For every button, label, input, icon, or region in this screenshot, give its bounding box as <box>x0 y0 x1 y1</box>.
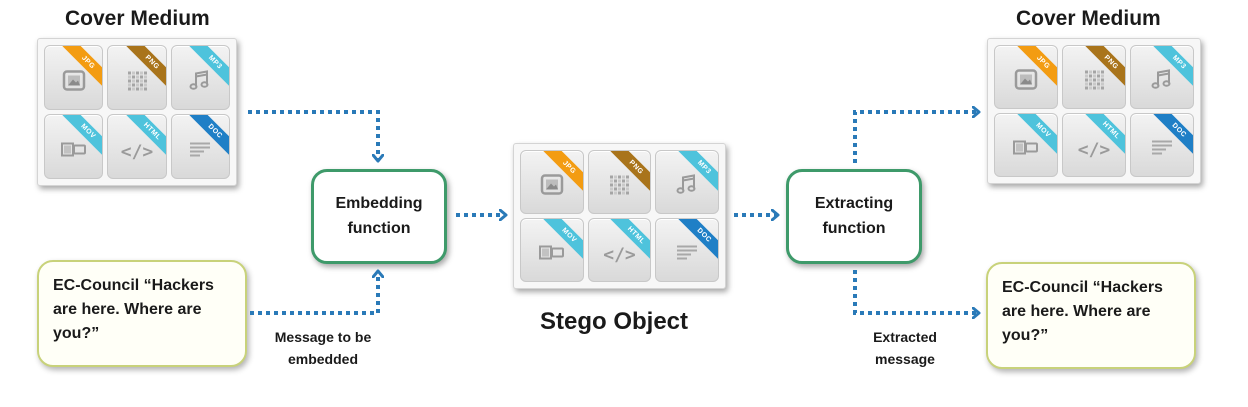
file-tile-mp3: MP3 <box>1130 45 1194 109</box>
file-tile-mp3: MP3 <box>170 45 230 110</box>
pattern-icon <box>1083 68 1105 95</box>
file-tile-doc: DOC <box>1130 113 1194 177</box>
pattern-icon <box>608 173 630 200</box>
code-icon: </> <box>1077 139 1111 161</box>
extracting-to-cover-arrow <box>853 112 978 163</box>
extracting-function-line1: Extracting <box>814 194 894 212</box>
document-icon <box>675 242 699 267</box>
video-icon <box>60 140 87 163</box>
message-line3: you?” <box>1002 327 1049 344</box>
embedding-function-line1: Embedding <box>335 194 423 212</box>
image-icon <box>1014 68 1038 95</box>
image-icon <box>540 173 564 200</box>
file-tile-mov: MOV <box>520 218 584 282</box>
secret-message-left-box: EC-Council “Hackers are here. Where are … <box>37 260 247 367</box>
file-tile-mp3: MP3 <box>655 150 719 214</box>
file-tile-doc: DOC <box>170 114 230 179</box>
file-tile-png: PNG <box>587 150 652 214</box>
message-line2: are here. Where are <box>53 301 202 318</box>
message-line2: are here. Where are <box>1002 303 1151 320</box>
file-tile-jpg: JPG <box>520 150 584 214</box>
message-line1: EC-Council “Hackers <box>1002 279 1163 296</box>
file-tile-html: </>HTML <box>1062 113 1126 177</box>
message-to-embed-label: Message to be embedded <box>274 329 372 367</box>
extracted-message-label: Extracted message <box>873 329 937 367</box>
stego-object-title: Stego Object <box>540 308 689 335</box>
extracting-function-box: Extracting function <box>786 169 922 264</box>
video-icon <box>1013 138 1039 161</box>
message-to-embedding-arrow <box>250 272 378 315</box>
embedding-function-line2: function <box>347 219 411 237</box>
extracting-function-line2: function <box>822 219 886 237</box>
cover-medium-left-title: Cover Medium <box>65 7 210 30</box>
music-note-icon <box>1150 67 1174 96</box>
pattern-icon <box>126 69 148 96</box>
file-tile-html: </>HTML <box>107 114 167 179</box>
music-note-icon <box>188 68 212 97</box>
message-line3: you?” <box>53 325 100 342</box>
file-tile-jpg: JPG <box>44 45 104 110</box>
file-tile-mov: MOV <box>994 113 1058 177</box>
file-tile-jpg: JPG <box>994 45 1058 109</box>
message-line1: EC-Council “Hackers <box>53 277 214 294</box>
cover-medium-right-title: Cover Medium <box>1016 7 1161 30</box>
extracting-to-message-arrow <box>853 270 978 313</box>
file-tile-doc: DOC <box>655 218 719 282</box>
embedding-function-box: Embedding function <box>311 169 447 264</box>
code-icon: </> <box>603 244 636 266</box>
secret-message-right-box: EC-Council “Hackers are here. Where are … <box>986 262 1196 369</box>
code-icon: </> <box>120 141 154 163</box>
video-icon <box>538 243 565 266</box>
document-icon <box>188 139 212 164</box>
document-icon <box>1150 137 1174 162</box>
file-tile-html: </>HTML <box>587 218 652 282</box>
file-tile-mov: MOV <box>44 114 104 179</box>
cover-to-embedding-arrow <box>248 110 378 160</box>
file-tile-png: PNG <box>107 45 167 110</box>
file-tile-png: PNG <box>1062 45 1126 109</box>
image-icon <box>62 69 86 96</box>
music-note-icon <box>675 172 699 201</box>
